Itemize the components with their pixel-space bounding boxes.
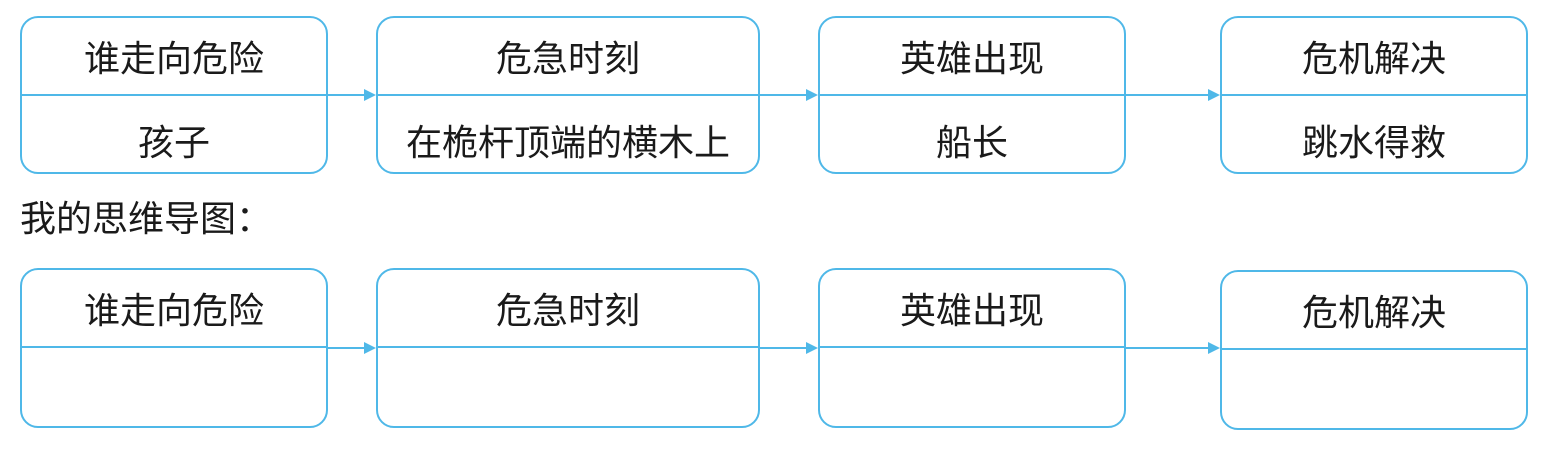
my-mind-map: 谁走向危险 危急时刻 英雄出现 危机解决: [0, 268, 1544, 430]
box-hero-appears: 英雄出现: [818, 268, 1126, 428]
box-divider: [378, 94, 758, 96]
arrow-right: [1126, 342, 1220, 354]
arrow-right: [328, 89, 376, 101]
box-header: 英雄出现: [899, 291, 1044, 332]
arrow-right: [1126, 89, 1220, 101]
box-header: 谁走向危险: [83, 291, 264, 332]
box-divider: [820, 346, 1124, 348]
arrow-right: [328, 342, 376, 354]
box-who-goes-into-danger: 谁走向危险 孩子: [20, 16, 328, 174]
box-hero-appears: 英雄出现 船长: [818, 16, 1126, 174]
my-mind-map-caption: 我的思维导图：: [20, 199, 273, 240]
box-header: 危急时刻: [495, 291, 640, 332]
box-divider: [22, 94, 326, 96]
box-content: 船长: [935, 123, 1008, 164]
box-content: 跳水得救: [1301, 123, 1446, 164]
box-content: 在桅杆顶端的横木上: [405, 123, 730, 164]
box-critical-moment: 危急时刻 在桅杆顶端的横木上: [376, 16, 760, 174]
box-critical-moment: 危急时刻: [376, 268, 760, 428]
box-divider: [378, 346, 758, 348]
box-divider: [22, 346, 326, 348]
box-content: 孩子: [137, 123, 210, 164]
box-header: 危机解决: [1301, 293, 1446, 334]
example-mind-map: 谁走向危险 孩子 危急时刻 在桅杆顶端的横木上 英雄出现 船长 危机解决 跳水得…: [0, 16, 1544, 176]
box-who-goes-into-danger: 谁走向危险: [20, 268, 328, 428]
box-divider: [1222, 94, 1526, 96]
box-divider: [1222, 348, 1526, 350]
box-crisis-resolved: 危机解决: [1220, 270, 1528, 430]
box-header: 英雄出现: [899, 39, 1044, 80]
arrow-right: [760, 89, 818, 101]
box-header: 危机解决: [1301, 39, 1446, 80]
box-crisis-resolved: 危机解决 跳水得救: [1220, 16, 1528, 174]
box-divider: [820, 94, 1124, 96]
arrow-right: [760, 342, 818, 354]
box-header: 危急时刻: [495, 39, 640, 80]
box-header: 谁走向危险: [83, 39, 264, 80]
